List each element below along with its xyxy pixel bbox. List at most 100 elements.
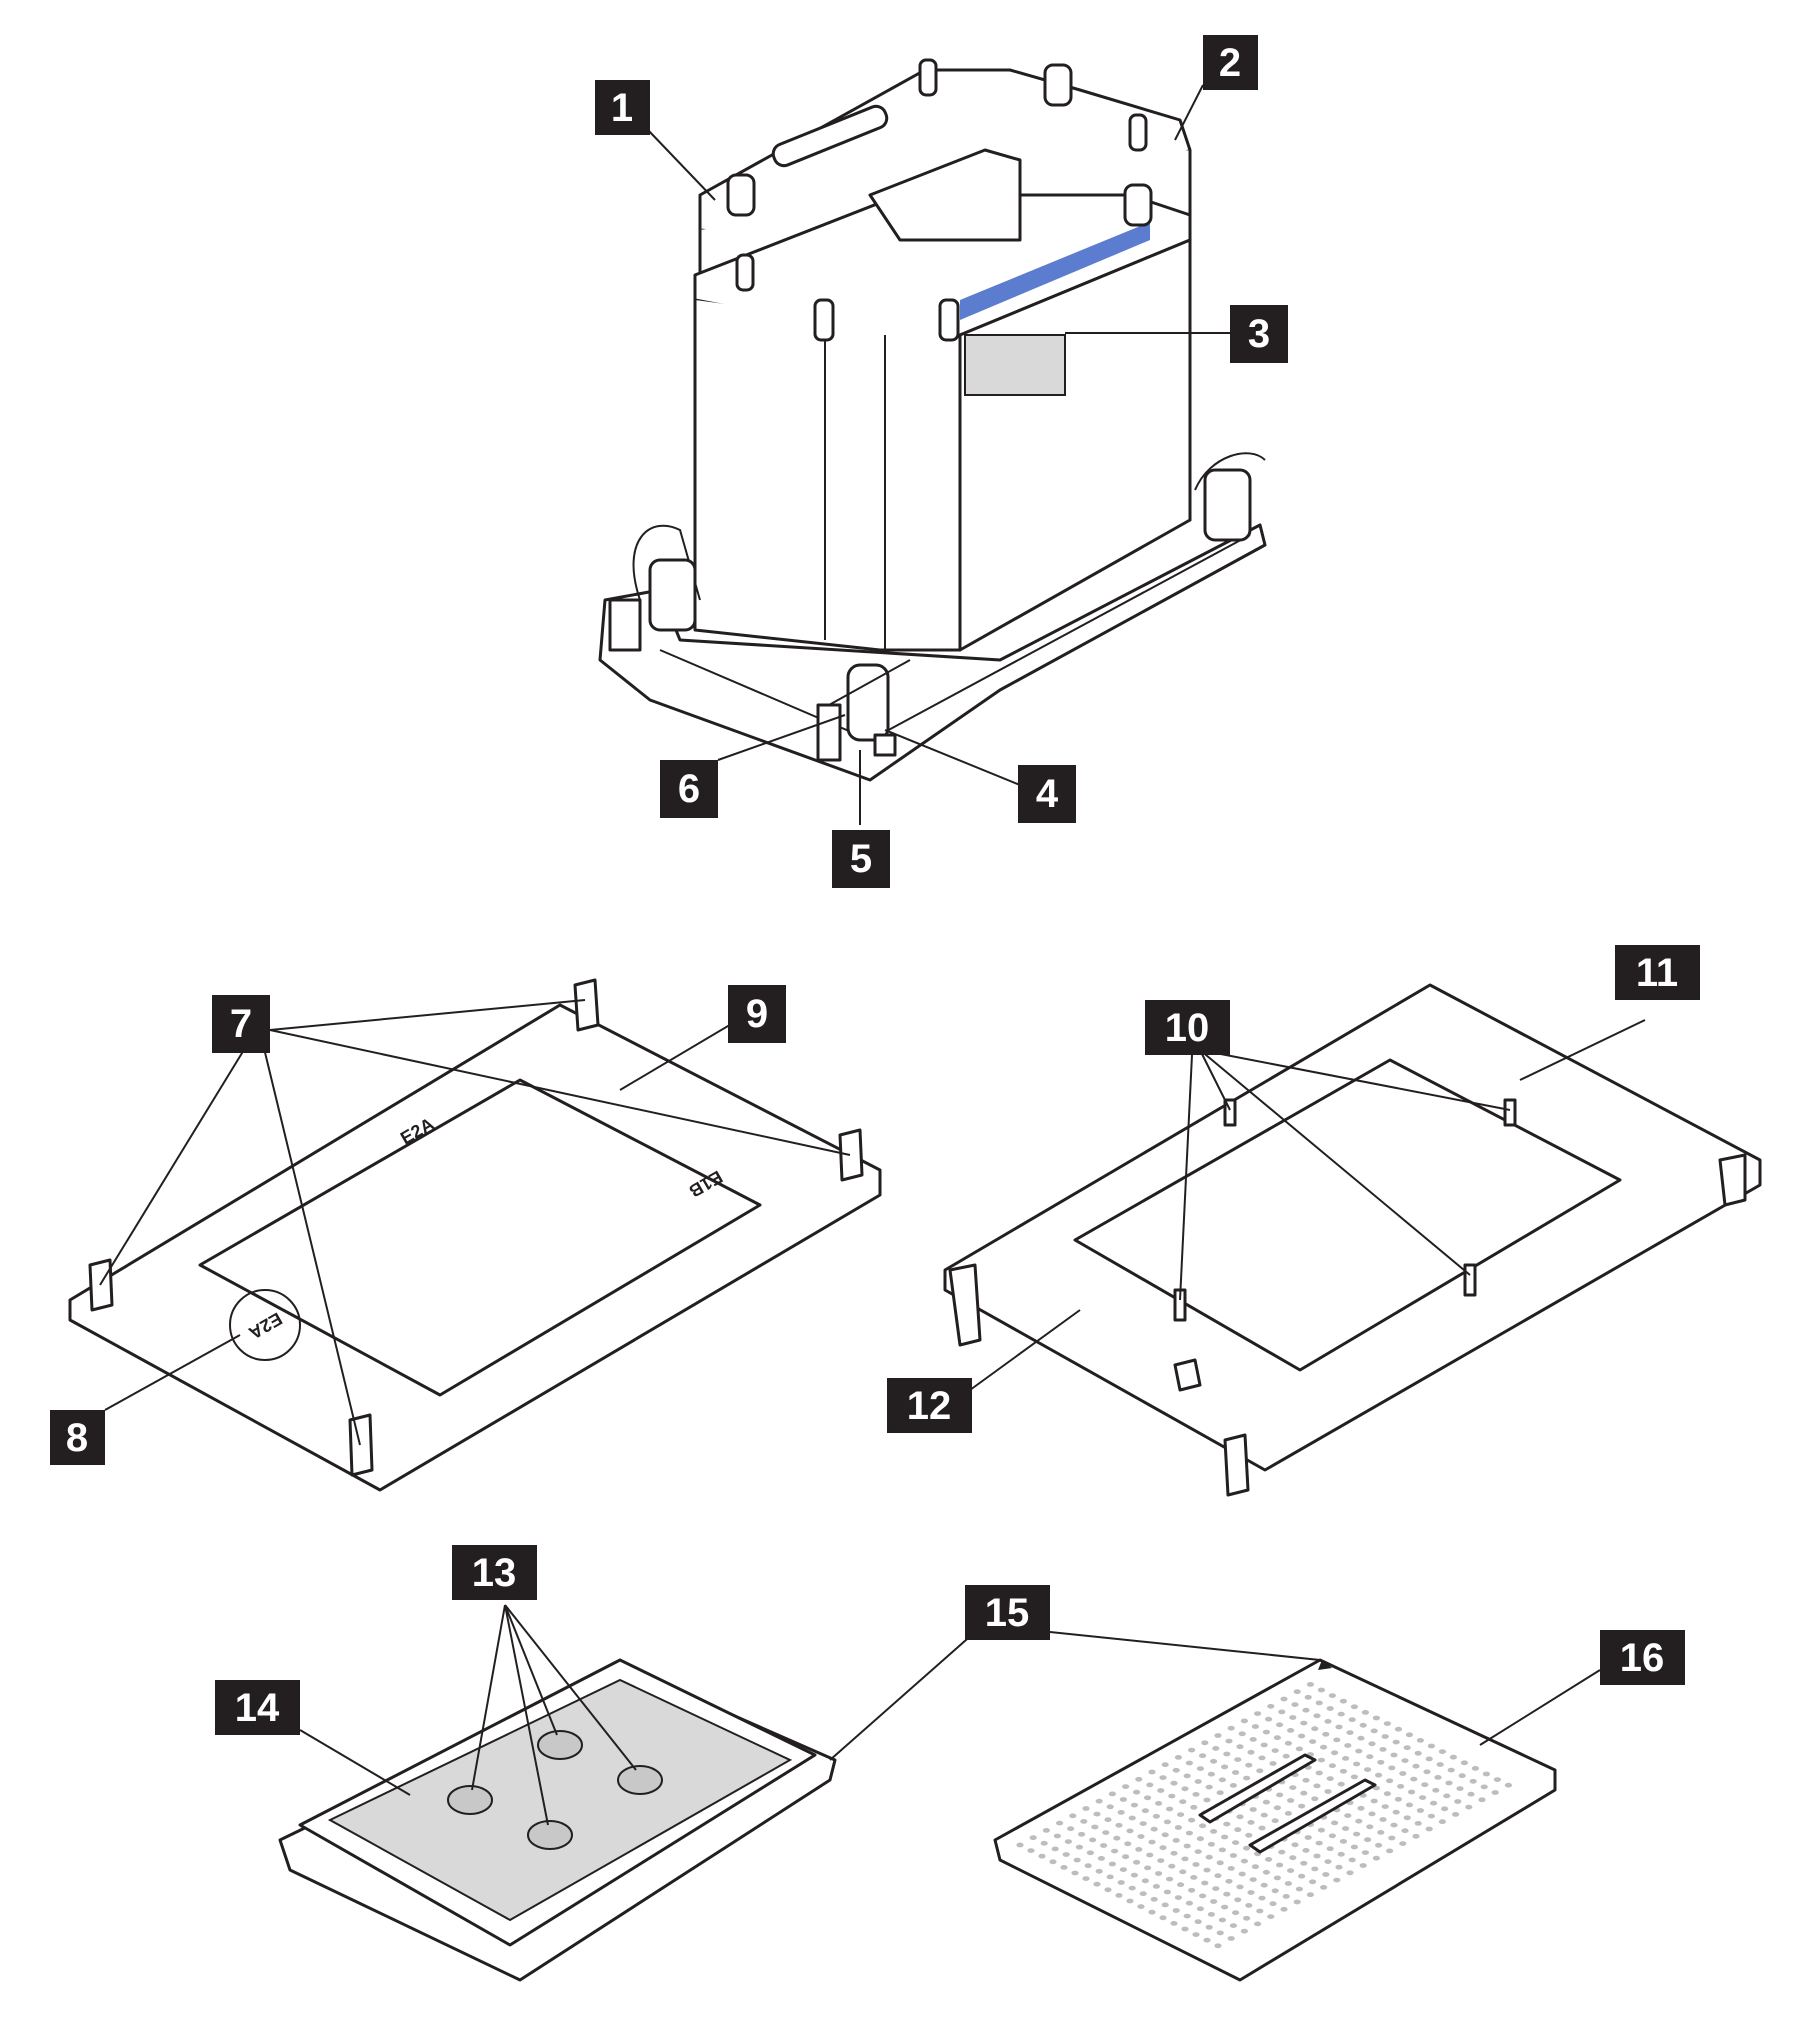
- contact-pad: [1412, 1833, 1420, 1839]
- contact-pad: [1137, 1834, 1145, 1839]
- contact-pad: [1082, 1876, 1090, 1881]
- contact-pad: [1344, 1743, 1352, 1748]
- contact-pad: [1205, 1924, 1213, 1930]
- contact-pad: [1353, 1831, 1361, 1837]
- contact-pad: [1245, 1762, 1253, 1768]
- contact-pad: [1350, 1844, 1358, 1850]
- contact-pad: [1320, 1885, 1328, 1890]
- contact-pad: [1295, 1746, 1303, 1752]
- contact-pad: [1042, 1828, 1050, 1833]
- contact-pad: [1100, 1843, 1108, 1848]
- contact-pad: [1355, 1748, 1363, 1754]
- svg-text:14: 14: [235, 1686, 280, 1730]
- contact-pad: [1190, 1875, 1198, 1880]
- contact-pad: [1322, 1731, 1330, 1737]
- contact-pad: [1478, 1797, 1486, 1803]
- svg-text:15: 15: [985, 1591, 1030, 1635]
- svg-text:9: 9: [746, 992, 768, 1036]
- contact-pad: [1168, 1863, 1176, 1869]
- contact-pad: [1027, 1848, 1035, 1853]
- contact-pad: [1416, 1808, 1424, 1813]
- svg-text:4: 4: [1036, 772, 1059, 816]
- processor-capacitor-bar: [1198, 1753, 1317, 1824]
- contact-pad: [1291, 1842, 1299, 1848]
- contact-pad: [1139, 1891, 1147, 1897]
- contact-pad: [1480, 1784, 1488, 1790]
- contact-pad: [1346, 1870, 1354, 1876]
- svg-text:5: 5: [850, 837, 872, 881]
- contact-pad: [1249, 1807, 1257, 1812]
- contact-pad: [1188, 1887, 1196, 1893]
- contact-pad: [1113, 1835, 1121, 1841]
- contact-pad: [1234, 1827, 1242, 1833]
- contact-pad: [1093, 1881, 1101, 1887]
- contact-pad: [1227, 1936, 1235, 1941]
- contact-pad: [1366, 1754, 1374, 1760]
- contact-pad: [1344, 1813, 1352, 1818]
- contact-pad: [1293, 1689, 1301, 1695]
- contact-pad: [1181, 1856, 1189, 1862]
- contact-pad: [1029, 1835, 1037, 1841]
- contact-pad: [1091, 1824, 1099, 1830]
- contact-pad: [1342, 1756, 1350, 1761]
- contact-pad: [1196, 1836, 1204, 1842]
- contact-pad: [1119, 1867, 1127, 1872]
- contact-pad: [1280, 1696, 1288, 1702]
- svg-text:11: 11: [1636, 951, 1678, 995]
- contact-pad: [1251, 1724, 1259, 1729]
- contact-pad: [1071, 1870, 1079, 1876]
- contact-pad: [1135, 1847, 1143, 1852]
- contact-pad: [1383, 1721, 1391, 1726]
- contact-pad: [1399, 1841, 1407, 1846]
- contact-pad: [1262, 1729, 1270, 1735]
- callout-15: 15: [965, 1585, 1050, 1640]
- contact-pad: [1148, 1909, 1156, 1915]
- contact-pad: [1188, 1817, 1196, 1823]
- contact-pad: [1240, 1858, 1248, 1864]
- callout-9: 9: [728, 985, 786, 1043]
- contact-pad: [1295, 1886, 1303, 1892]
- processor-top-view: [278, 1604, 1001, 1982]
- contact-pad: [1375, 1842, 1383, 1848]
- contact-pad: [1265, 1857, 1273, 1862]
- contact-pad: [1311, 1866, 1319, 1872]
- contact-pad: [1095, 1798, 1103, 1804]
- contact-pad: [1232, 1770, 1240, 1775]
- contact-pad: [1170, 1780, 1178, 1786]
- contact-pad: [1196, 1906, 1204, 1912]
- contact-pad: [1214, 1943, 1222, 1949]
- contact-pad: [1183, 1773, 1191, 1779]
- contact-pad: [1205, 1784, 1213, 1790]
- contact-pad: [1159, 1845, 1167, 1851]
- contact-pad: [1337, 1851, 1345, 1857]
- contact-pad: [1313, 1783, 1321, 1789]
- svg-text:13: 13: [472, 1551, 517, 1595]
- contact-pad: [1216, 1930, 1224, 1936]
- contact-pad: [1302, 1848, 1310, 1853]
- carrier-alignment-pin: [1463, 1263, 1477, 1297]
- callout-4: 4: [1018, 765, 1076, 823]
- contact-pad: [1201, 1880, 1209, 1886]
- contact-pad: [1449, 1754, 1457, 1760]
- contact-pad: [1192, 1932, 1200, 1937]
- contact-pad: [1128, 1815, 1136, 1821]
- callout-14: 14: [215, 1680, 300, 1735]
- contact-pad: [1493, 1777, 1501, 1782]
- callout-10: 10: [1145, 1000, 1230, 1055]
- contact-pad: [1060, 1865, 1068, 1870]
- contact-pad: [1137, 1904, 1145, 1909]
- contact-pad: [1249, 1877, 1257, 1882]
- contact-pad: [1141, 1808, 1149, 1814]
- processor-ihs-surface: [327, 1678, 793, 1922]
- contact-pad: [1243, 1845, 1251, 1851]
- carrier-latch: [838, 1128, 864, 1182]
- carrier-marking-circle: [229, 1289, 301, 1361]
- contact-pad: [1258, 1895, 1266, 1901]
- contact-pad: [1192, 1862, 1200, 1867]
- contact-pad: [1394, 1726, 1402, 1732]
- contact-pad: [1075, 1844, 1083, 1850]
- processor-carrier-left: E2A E1B E2A: [68, 978, 882, 1492]
- contact-pad: [1108, 1861, 1116, 1867]
- contact-pad: [1152, 1884, 1160, 1889]
- callouts: 1 2 3 4 5 6 7 8: [50, 35, 1700, 1735]
